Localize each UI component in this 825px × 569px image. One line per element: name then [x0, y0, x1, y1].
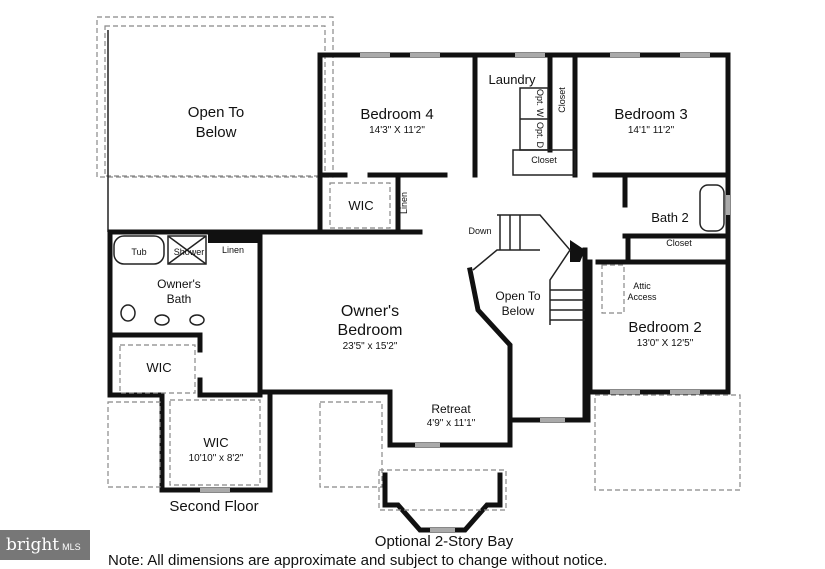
retreat-label: Retreat — [431, 402, 471, 416]
bay-caption: Optional 2-Story Bay — [375, 533, 514, 550]
closet-label: Closet — [557, 87, 567, 113]
floor-caption: Second Floor — [169, 498, 258, 515]
open-below-label: Below — [196, 124, 237, 141]
closet-label: Closet — [531, 155, 557, 165]
wic-label: WIC — [348, 198, 373, 213]
attic-access-label: Attic — [633, 281, 651, 291]
tub-label: Tub — [131, 247, 146, 257]
open-below-label: Open To — [495, 289, 540, 303]
logo-brand: bright — [6, 535, 60, 555]
bedroom3-label: Bedroom 3 — [614, 106, 687, 123]
owners-bedroom-dim: 23'5" x 15'2" — [343, 341, 398, 352]
retreat-dim: 4'9" x 11'1" — [427, 418, 476, 429]
laundry-label: Laundry — [489, 72, 536, 87]
owners-bedroom-label: Bedroom — [338, 322, 403, 339]
linen-label: Linen — [222, 245, 244, 255]
linen-label: Linen — [399, 192, 409, 214]
wic-label: WIC — [203, 435, 228, 450]
bedroom4-label: Bedroom 4 — [360, 106, 433, 123]
closet-label: Closet — [666, 238, 692, 248]
owners-bedroom-label: Owner's — [341, 303, 399, 320]
owners-bath-label: Owner's — [157, 277, 201, 291]
open-below-outline — [96, 16, 334, 178]
stairs-down-label: Down — [468, 226, 491, 236]
bay-outline — [382, 472, 503, 533]
attic-access-label: Access — [627, 292, 657, 302]
bedroom4-dim: 14'3" X 11'2" — [369, 125, 425, 136]
bedroom2-dim: 13'0" X 12'5" — [637, 338, 694, 349]
washer-label: Opt. W — [535, 89, 545, 118]
wic-dim: 10'10" x 8'2" — [189, 453, 244, 464]
shower-label: Shower — [174, 247, 205, 257]
bath2-label: Bath 2 — [651, 210, 689, 225]
retreat-wall — [387, 389, 513, 448]
wic-label: WIC — [146, 360, 171, 375]
bedroom3-dim: 14'1" 11'2" — [628, 125, 675, 136]
disclaimer-note: Note: All dimensions are approximate and… — [108, 552, 608, 569]
open-below-label: Below — [502, 304, 535, 318]
open-below-label: Open To — [188, 104, 244, 121]
stair-opening-wall — [467, 267, 591, 423]
dryer-label: Opt. D — [535, 122, 545, 149]
logo-suffix: MLS — [62, 542, 81, 552]
open-below-inner-outline — [104, 25, 326, 177]
owners-bath-label: Bath — [167, 292, 192, 306]
bedroom2-label: Bedroom 2 — [628, 319, 701, 336]
